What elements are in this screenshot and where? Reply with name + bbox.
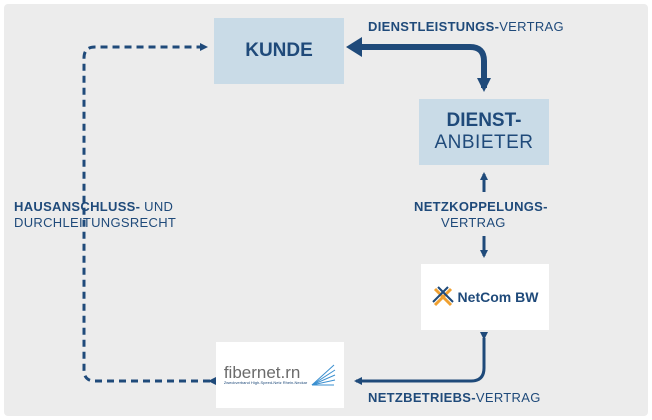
label-netzbetrieb-bold: NETZBETRIEBS-: [368, 390, 476, 405]
node-fibernet-logo: fibernet.rn Zweckverband High-Speed-Netz…: [216, 342, 344, 408]
label-netzkopplung-line1: NETZKOPPELUNGS-: [414, 199, 548, 214]
netcom-name: NetCom BW: [457, 289, 539, 305]
node-dienstanbieter-line2: ANBIETER: [434, 132, 534, 153]
netcom-cross-icon: [431, 286, 454, 307]
node-kunde-label: KUNDE: [245, 40, 313, 61]
dienstleistung-arrowhead-left: [346, 37, 362, 57]
fibernet-fiber-icon: [311, 364, 336, 386]
hausanschluss-connector: [82, 43, 216, 385]
label-dienstleistungsvertrag: DIENSTLEISTUNGS-VERTRAG: [368, 19, 564, 34]
label-dienstleistung-bold: DIENSTLEISTUNGS-: [368, 19, 500, 34]
label-hausanschluss-line1: HAUSANSCHLUSS- UND: [14, 199, 173, 214]
label-netzbetrieb-normal: VERTRAG: [475, 390, 541, 405]
label-hausanschluss-bold: HAUSANSCHLUSS-: [14, 199, 141, 214]
label-hausanschluss-normal: UND: [140, 199, 174, 214]
netzbetrieb-connector: [354, 332, 488, 385]
node-dienstanbieter: DIENST- ANBIETER: [419, 99, 549, 165]
fibernet-tagline: Zweckverband High-Speed-Netz Rhein-Necka…: [223, 380, 308, 386]
label-netzkopplung-line2: VERTRAG: [441, 215, 506, 230]
node-netcom-logo: NetCom BW: [421, 264, 549, 330]
dienstleistung-connector: [354, 44, 491, 92]
node-kunde: KUNDE: [214, 18, 344, 84]
label-dienstleistung-normal: VERTRAG: [499, 19, 564, 34]
label-netzbetriebsvertrag: NETZBETRIEBS-VERTRAG: [368, 390, 541, 405]
node-dienstanbieter-line1: DIENST-: [446, 110, 522, 132]
fibernet-name: fibernet.rn: [223, 363, 301, 383]
label-durchleitungsrecht: DURCHLEITUNGSRECHT: [14, 215, 177, 230]
